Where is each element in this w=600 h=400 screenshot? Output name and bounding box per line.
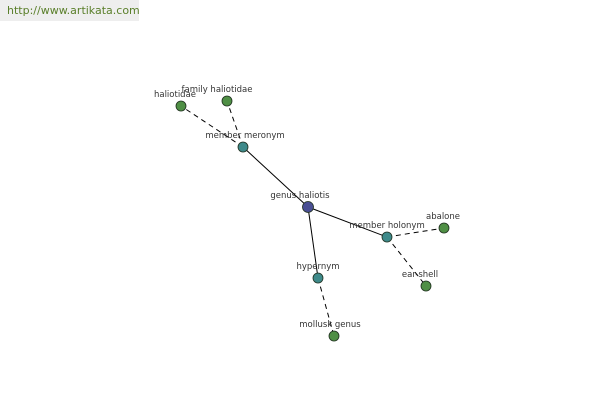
edge-genus-haliotis-to-hypernym xyxy=(307,206,319,279)
node-label-haliotidae[interactable]: haliotidae xyxy=(154,90,196,100)
nodes-layer xyxy=(175,95,450,342)
edges-layer xyxy=(180,100,445,337)
node-member-holonym[interactable] xyxy=(381,231,393,243)
node-family-haliotidae[interactable] xyxy=(221,95,233,107)
edge-genus-haliotis-to-member-meronym xyxy=(242,146,309,208)
edge-member-meronym-to-family-haliotidae xyxy=(226,100,244,148)
node-label-family-haliotidae[interactable]: family haliotidae xyxy=(182,85,253,95)
node-label-hypernym[interactable]: hypernym xyxy=(296,262,339,272)
node-mollusk-genus[interactable] xyxy=(328,330,340,342)
node-hypernym[interactable] xyxy=(312,272,324,284)
node-label-ear-shell[interactable]: ear-shell xyxy=(402,270,438,280)
node-label-member-meronym[interactable]: member meronym xyxy=(205,131,284,141)
node-member-meronym[interactable] xyxy=(237,141,249,153)
labels-layer: genus haliotis member meronym member holon… xyxy=(154,85,460,330)
node-label-abalone[interactable]: abalone xyxy=(426,212,460,222)
node-label-member-holonym[interactable]: member holonym xyxy=(349,221,424,231)
edge-hypernym-to-mollusk-genus xyxy=(317,277,335,337)
node-label-mollusk-genus[interactable]: mollusk genus xyxy=(299,320,361,330)
edge-member-holonym-to-abalone xyxy=(386,227,445,238)
site-url-link[interactable]: http://www.artikata.com xyxy=(0,0,140,21)
node-abalone[interactable] xyxy=(438,222,450,234)
edge-genus-haliotis-to-member-holonym xyxy=(307,206,388,238)
node-ear-shell[interactable] xyxy=(420,280,432,292)
edge-member-meronym-to-haliotidae xyxy=(180,105,244,148)
node-haliotidae[interactable] xyxy=(175,100,187,112)
node-label-genus-haliotis[interactable]: genus haliotis xyxy=(270,191,330,201)
edge-member-holonym-to-ear-shell xyxy=(386,236,427,287)
node-genus-haliotis[interactable] xyxy=(302,201,314,213)
